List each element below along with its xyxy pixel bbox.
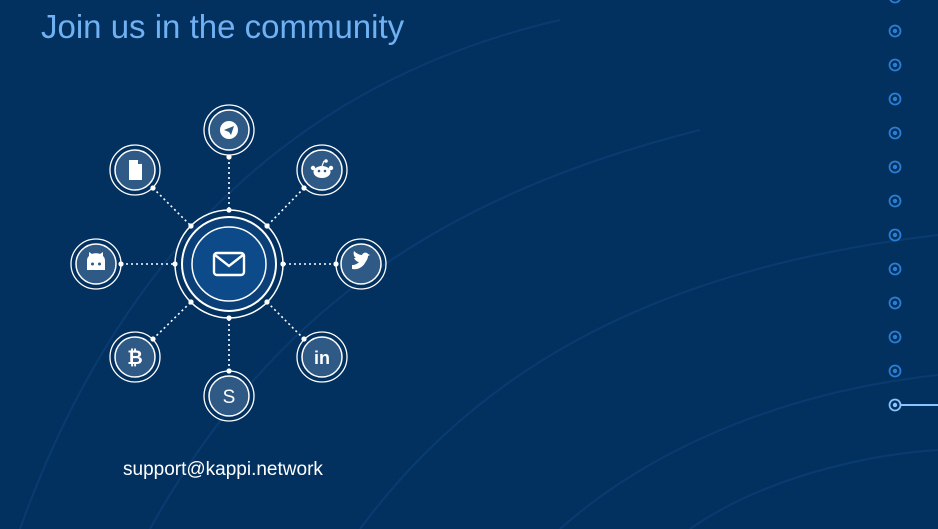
nav-dot[interactable]	[888, 58, 902, 72]
github-icon	[87, 252, 105, 270]
nav-dot[interactable]	[888, 262, 902, 276]
steemit-link[interactable]: S	[203, 370, 255, 422]
nav-dot[interactable]	[888, 228, 902, 242]
nav-dot[interactable]	[888, 160, 902, 174]
page-title: Join us in the community	[41, 8, 405, 45]
telegram-link[interactable]	[203, 104, 255, 156]
whitepaper-link[interactable]	[109, 144, 161, 196]
email-hub-button[interactable]	[174, 209, 284, 319]
steemit-icon: S	[223, 387, 236, 408]
reddit-link[interactable]	[296, 144, 348, 196]
bitcointalk-link[interactable]: ₿	[109, 331, 161, 383]
document-icon	[129, 160, 142, 180]
nav-dot[interactable]	[888, 24, 902, 38]
linkedin-link[interactable]: in	[296, 331, 348, 383]
nav-dot-active[interactable]	[888, 398, 938, 412]
nav-dot[interactable]	[888, 330, 902, 344]
telegram-icon	[220, 121, 238, 139]
nav-dot[interactable]	[888, 364, 902, 378]
envelope-icon	[212, 251, 246, 277]
nav-dot[interactable]	[888, 126, 902, 140]
twitter-icon	[352, 251, 370, 270]
nav-dot[interactable]	[888, 296, 902, 310]
linkedin-icon: in	[314, 348, 330, 368]
support-email-link[interactable]: support@kappi.network	[123, 459, 323, 480]
twitter-link[interactable]	[335, 238, 387, 290]
reddit-icon	[310, 159, 334, 178]
connector-lines	[121, 157, 336, 371]
bitcoin-icon: ₿	[127, 347, 142, 369]
github-link[interactable]	[70, 238, 122, 290]
nav-dot[interactable]	[888, 194, 902, 208]
nav-dot[interactable]	[889, 0, 901, 4]
nav-dot[interactable]	[888, 92, 902, 106]
